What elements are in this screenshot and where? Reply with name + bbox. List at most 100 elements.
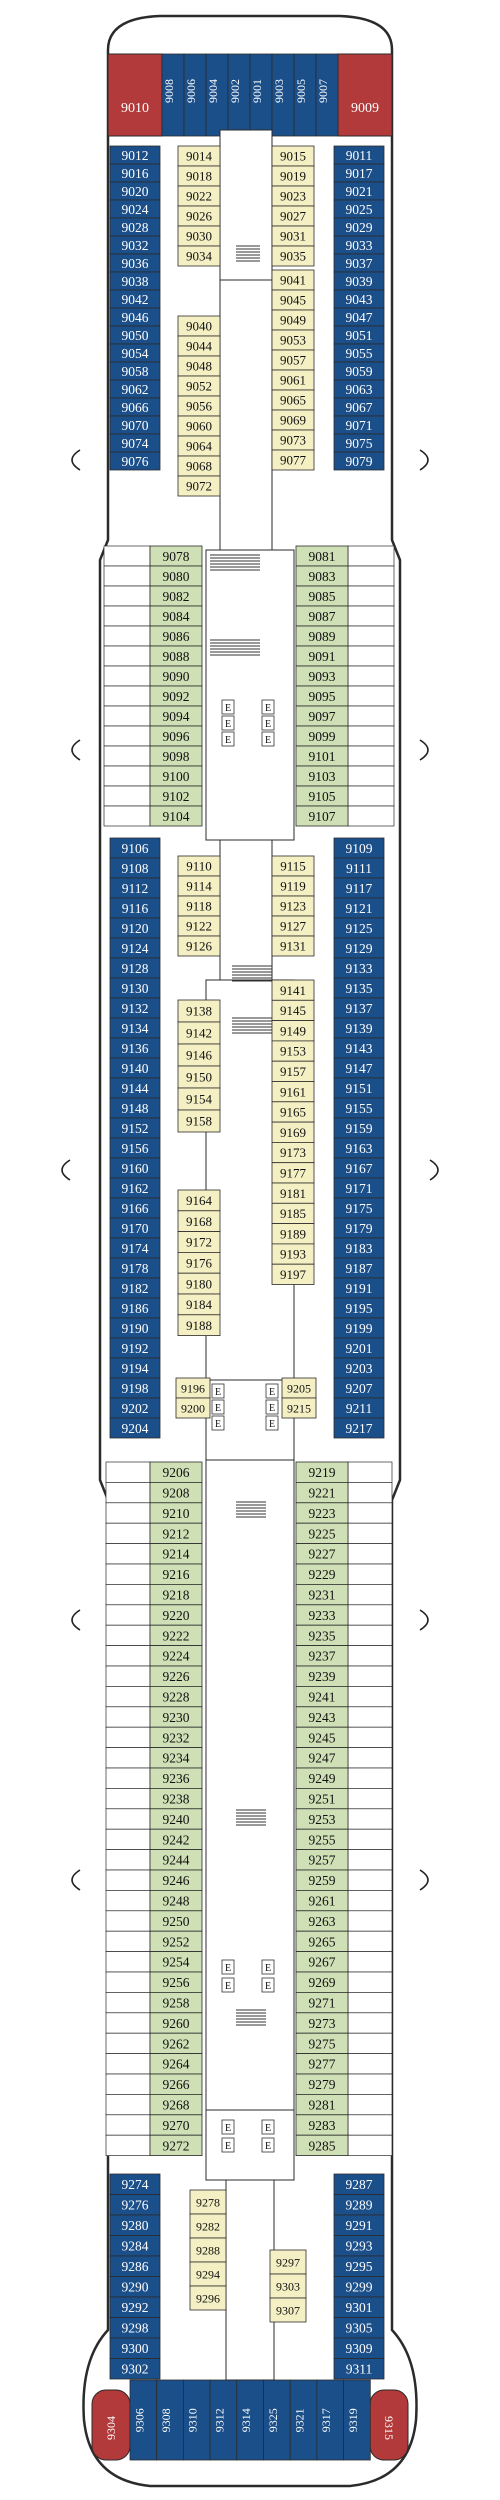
cabin-9307[interactable]: 9307 (269, 2297, 307, 2323)
cabin-9256[interactable]: 9256 (149, 1971, 203, 1993)
cabin-9185[interactable]: 9185 (271, 1202, 315, 1225)
cabin-9230[interactable]: 9230 (149, 1706, 203, 1728)
cabin-9176[interactable]: 9176 (177, 1252, 221, 1274)
cabin-9005[interactable]: 9005 (293, 53, 317, 137)
cabin-9004[interactable]: 9004 (205, 53, 229, 137)
cabin-9003[interactable]: 9003 (271, 53, 295, 137)
cabin-9139[interactable]: 9139 (333, 1017, 385, 1039)
cabin-9143[interactable]: 9143 (333, 1037, 385, 1059)
cabin-9075[interactable]: 9075 (333, 433, 385, 453)
cabin-9141[interactable]: 9141 (271, 979, 315, 1001)
cabin-9094[interactable]: 9094 (149, 705, 203, 727)
cabin-9190[interactable]: 9190 (109, 1317, 161, 1339)
cabin-9016[interactable]: 9016 (109, 163, 161, 183)
cabin-9085[interactable]: 9085 (295, 585, 349, 607)
cabin-9106[interactable]: 9106 (109, 837, 161, 859)
cabin-9302[interactable]: 9302 (109, 2358, 161, 2380)
cabin-9309[interactable]: 9309 (333, 2337, 385, 2359)
cabin-9070[interactable]: 9070 (109, 415, 161, 435)
cabin-9125[interactable]: 9125 (333, 917, 385, 939)
cabin-9208[interactable]: 9208 (149, 1482, 203, 1504)
cabin-9199[interactable]: 9199 (333, 1317, 385, 1339)
cabin-9276[interactable]: 9276 (109, 2194, 161, 2216)
cabin-9132[interactable]: 9132 (109, 997, 161, 1019)
cabin-9089[interactable]: 9089 (295, 625, 349, 647)
cabin-9069[interactable]: 9069 (271, 409, 315, 431)
cabin-9216[interactable]: 9216 (149, 1563, 203, 1585)
cabin-9149[interactable]: 9149 (271, 1020, 315, 1042)
cabin-9121[interactable]: 9121 (333, 897, 385, 919)
cabin-9064[interactable]: 9064 (177, 435, 221, 457)
cabin-9114[interactable]: 9114 (177, 875, 221, 897)
cabin-9095[interactable]: 9095 (295, 685, 349, 707)
cabin-9235[interactable]: 9235 (295, 1624, 349, 1646)
cabin-9138[interactable]: 9138 (177, 999, 221, 1023)
cabin-9109[interactable]: 9109 (333, 837, 385, 859)
cabin-9097[interactable]: 9097 (295, 705, 349, 727)
cabin-9182[interactable]: 9182 (109, 1277, 161, 1299)
cabin-9267[interactable]: 9267 (295, 1951, 349, 1973)
cabin-9052[interactable]: 9052 (177, 375, 221, 397)
cabin-9079[interactable]: 9079 (333, 451, 385, 471)
cabin-9029[interactable]: 9029 (333, 217, 385, 237)
cabin-9271[interactable]: 9271 (295, 1992, 349, 2014)
cabin-9017[interactable]: 9017 (333, 163, 385, 183)
cabin-9272[interactable]: 9272 (149, 2134, 203, 2156)
cabin-9036[interactable]: 9036 (109, 253, 161, 273)
cabin-9084[interactable]: 9084 (149, 605, 203, 627)
cabin-9310[interactable]: 9310 (182, 2379, 211, 2461)
cabin-9193[interactable]: 9193 (271, 1243, 315, 1265)
cabin-9040[interactable]: 9040 (177, 315, 221, 337)
cabin-9117[interactable]: 9117 (333, 877, 385, 899)
cabin-9317[interactable]: 9317 (316, 2379, 344, 2461)
cabin-9177[interactable]: 9177 (271, 1162, 315, 1184)
cabin-9260[interactable]: 9260 (149, 2012, 203, 2034)
cabin-9136[interactable]: 9136 (109, 1037, 161, 1059)
cabin-9035[interactable]: 9035 (271, 245, 315, 267)
cabin-9188[interactable]: 9188 (177, 1314, 221, 1337)
cabin-9068[interactable]: 9068 (177, 455, 221, 477)
cabin-9243[interactable]: 9243 (295, 1706, 349, 1728)
cabin-9018[interactable]: 9018 (177, 165, 221, 187)
cabin-9293[interactable]: 9293 (333, 2235, 385, 2257)
cabin-9245[interactable]: 9245 (295, 1726, 349, 1748)
cabin-9169[interactable]: 9169 (271, 1121, 315, 1143)
cabin-9030[interactable]: 9030 (177, 225, 221, 247)
cabin-9157[interactable]: 9157 (271, 1060, 315, 1082)
cabin-9048[interactable]: 9048 (177, 355, 221, 377)
cabin-9126[interactable]: 9126 (177, 935, 221, 957)
cabin-9171[interactable]: 9171 (333, 1177, 385, 1199)
cabin-9263[interactable]: 9263 (295, 1910, 349, 1932)
cabin-9296[interactable]: 9296 (189, 2285, 227, 2311)
cabin-9239[interactable]: 9239 (295, 1665, 349, 1687)
cabin-9111[interactable]: 9111 (333, 857, 385, 879)
cabin-9163[interactable]: 9163 (333, 1137, 385, 1159)
cabin-9034[interactable]: 9034 (177, 245, 221, 267)
cabin-9124[interactable]: 9124 (109, 937, 161, 959)
cabin-9072[interactable]: 9072 (177, 475, 221, 497)
cabin-9011[interactable]: 9011 (333, 145, 385, 165)
cabin-9205[interactable]: 9205 (281, 1377, 317, 1399)
cabin-9024[interactable]: 9024 (109, 199, 161, 219)
cabin-9286[interactable]: 9286 (109, 2255, 161, 2277)
cabin-9146[interactable]: 9146 (177, 1043, 221, 1067)
cabin-9099[interactable]: 9099 (295, 725, 349, 747)
cabin-9026[interactable]: 9026 (177, 205, 221, 227)
cabin-9100[interactable]: 9100 (149, 765, 203, 787)
cabin-9178[interactable]: 9178 (109, 1257, 161, 1279)
cabin-9222[interactable]: 9222 (149, 1624, 203, 1646)
cabin-9284[interactable]: 9284 (109, 2235, 161, 2257)
cabin-9279[interactable]: 9279 (295, 2073, 349, 2095)
cabin-9137[interactable]: 9137 (333, 997, 385, 1019)
cabin-9144[interactable]: 9144 (109, 1077, 161, 1099)
cabin-9203[interactable]: 9203 (333, 1357, 385, 1379)
cabin-9225[interactable]: 9225 (295, 1522, 349, 1544)
cabin-9250[interactable]: 9250 (149, 1910, 203, 1932)
cabin-9118[interactable]: 9118 (177, 895, 221, 917)
cabin-9265[interactable]: 9265 (295, 1930, 349, 1952)
cabin-9218[interactable]: 9218 (149, 1584, 203, 1606)
cabin-9148[interactable]: 9148 (109, 1097, 161, 1119)
cabin-9153[interactable]: 9153 (271, 1040, 315, 1062)
cabin-9056[interactable]: 9056 (177, 395, 221, 417)
cabin-9090[interactable]: 9090 (149, 665, 203, 687)
